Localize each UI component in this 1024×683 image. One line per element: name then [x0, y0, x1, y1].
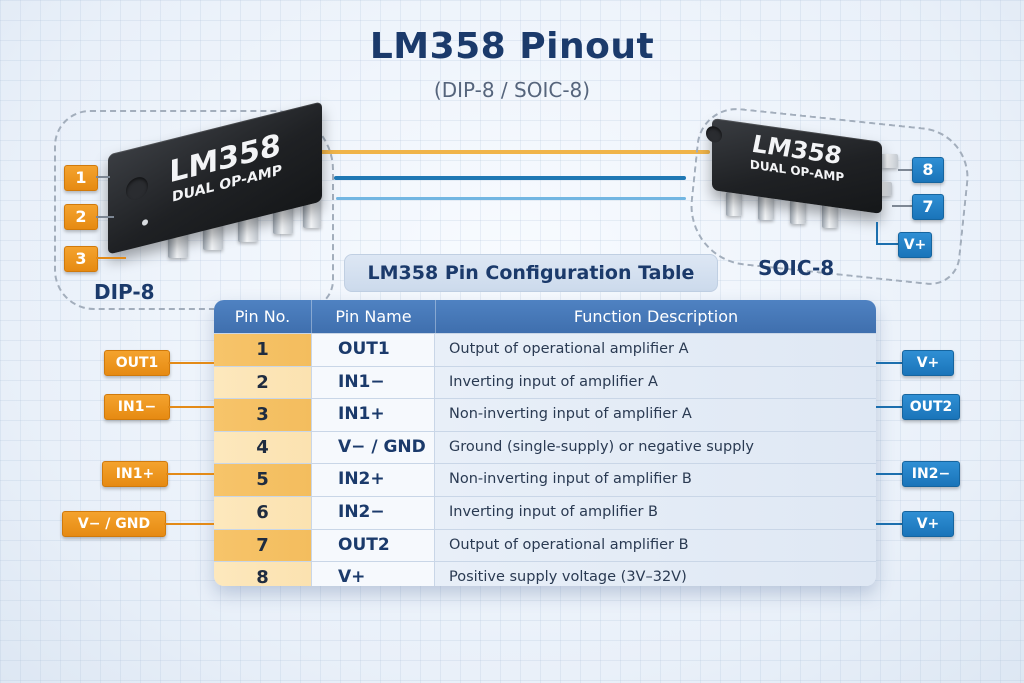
right-callout-wire: [876, 473, 904, 475]
table-row: 5 IN2+ Non-inverting input of amplifier …: [214, 463, 876, 496]
soic-pin-tag-8: 8: [912, 157, 944, 183]
pin-description: Output of operational amplifier A: [435, 334, 876, 366]
soic-leg: [726, 192, 742, 216]
soic-leg: [878, 154, 898, 168]
soic-pin-wire: [876, 243, 900, 245]
table-row: 6 IN2− Inverting input of amplifier B: [214, 495, 876, 529]
dip-pin-wire: [96, 176, 110, 178]
left-callout-wire: [164, 523, 214, 525]
connector-line-blue: [334, 176, 686, 180]
table-row: 2 IN1− Inverting input of amplifier A: [214, 365, 876, 399]
column-header-pin-name: Pin Name: [312, 300, 436, 333]
left-callout-out1: OUT1: [104, 350, 170, 376]
pin-number: 8: [214, 562, 312, 586]
pin-description: Output of operational amplifier B: [435, 529, 876, 562]
table-row: 4 V− / GND Ground (single-supply) or neg…: [214, 430, 876, 464]
pin-description: Inverting input of amplifier B: [435, 496, 876, 529]
pin-name: IN1−: [312, 366, 435, 399]
soic-package-label: SOIC-8: [758, 256, 835, 280]
right-callout-wire: [876, 362, 904, 364]
right-callout-vplus: V+: [902, 350, 954, 376]
pin-number: 1: [214, 334, 312, 366]
column-header-function: Function Description: [573, 307, 739, 326]
pin-description: Non-inverting input of amplifier B: [435, 464, 876, 496]
soic-chip: LM358 DUAL OP-AMP: [704, 118, 898, 236]
left-callout-in1-plus: IN1+: [102, 461, 168, 487]
dip-chip: LM358 DUAL OP-AMP: [108, 101, 322, 258]
left-callout-in1-minus: IN1−: [104, 394, 170, 420]
right-callout-wire: [876, 523, 904, 525]
pin-name: V− / GND: [312, 431, 435, 464]
page-subtitle: (DIP-8 / SOIC-8): [433, 78, 591, 102]
soic-leg: [790, 200, 806, 224]
soic-leg: [822, 204, 838, 228]
left-callout-wire: [168, 406, 214, 408]
connector-line-orange: [318, 150, 710, 154]
pin-description: Positive supply voltage (3V–32V): [435, 562, 876, 586]
dip-pin-wire: [96, 257, 126, 259]
table-row: 3 IN1+ Non-inverting input of amplifier …: [214, 398, 876, 431]
pin-number: 7: [214, 529, 312, 562]
left-callout-vminus-gnd: V− / GND: [62, 511, 166, 537]
pin-number: 2: [214, 366, 312, 399]
pin-name: IN2+: [312, 464, 435, 496]
soic-pin-tag-vplus: V+: [898, 232, 932, 258]
table-row: 1 OUT1 Output of operational amplifier A: [214, 333, 876, 366]
dip-pin-wire: [96, 216, 114, 218]
page-title: LM358 Pinout: [369, 26, 655, 67]
pin-name: OUT2: [312, 529, 435, 562]
table-row: 8 V+ Positive supply voltage (3V–32V): [214, 561, 876, 586]
left-callout-wire: [166, 473, 214, 475]
pin-name: IN2−: [312, 496, 435, 529]
column-header-pin-no: Pin No.: [214, 300, 312, 333]
dip-package-outline: [54, 110, 334, 310]
dip-package-label: DIP-8: [94, 280, 155, 304]
pin-number: 3: [214, 399, 312, 431]
pin-name: OUT1: [312, 334, 435, 366]
pin-description: Non-inverting input of amplifier A: [435, 399, 876, 431]
pin-number: 5: [214, 464, 312, 496]
pin-number: 4: [214, 431, 312, 464]
pin-configuration-table: Pin No. Pin Name Function Description 1 …: [214, 300, 876, 586]
soic-leg: [758, 196, 774, 220]
pin-description: Inverting input of amplifier A: [435, 366, 876, 399]
soic-pin-wire: [876, 222, 878, 244]
pin-description: Ground (single-supply) or negative suppl…: [435, 431, 876, 464]
right-callout-in2-minus: IN2−: [902, 461, 960, 487]
pin-name: IN1+: [312, 399, 435, 431]
table-title: LM358 Pin Configuration Table: [344, 254, 718, 292]
pin-number: 6: [214, 496, 312, 529]
dip-pin-tag-3: 3: [64, 246, 98, 272]
dip-pin-tag-1: 1: [64, 165, 98, 191]
pin-name: V+: [312, 562, 435, 586]
dip-pin-tag-2: 2: [64, 204, 98, 230]
left-callout-wire: [168, 362, 214, 364]
soic-pin-wire: [898, 169, 912, 171]
right-callout-wire: [876, 406, 904, 408]
right-callout-vplus-2: V+: [902, 511, 954, 537]
soic-pin-wire: [892, 205, 912, 207]
right-callout-out2: OUT2: [902, 394, 960, 420]
connector-line-lightblue: [336, 197, 686, 200]
table-header: Pin No. Pin Name Function Description: [214, 300, 876, 333]
soic-pin-tag-7: 7: [912, 194, 944, 220]
table-row: 7 OUT2 Output of operational amplifier B: [214, 528, 876, 562]
